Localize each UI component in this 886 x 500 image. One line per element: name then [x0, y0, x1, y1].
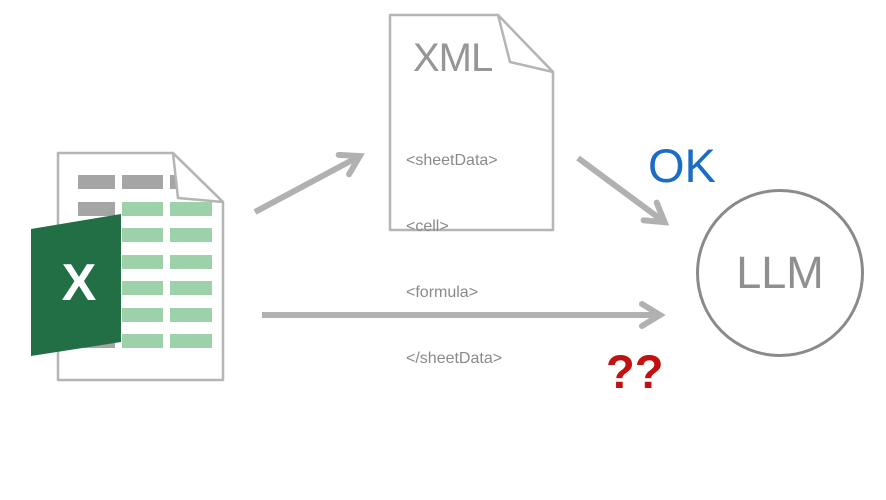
spreadsheet-grid	[78, 175, 212, 348]
excel-x-letter: X	[62, 254, 97, 312]
xml-doc-title: XML	[413, 36, 493, 80]
excel-file-icon: X	[31, 151, 225, 382]
question-annotation: ??	[606, 345, 664, 398]
xml-page-fold-icon	[496, 13, 555, 74]
xml-code-line: <sheetData>	[406, 152, 498, 169]
llm-node: LLM	[696, 189, 864, 357]
llm-node-label: LLM	[736, 247, 824, 298]
xml-code-line: <cell>	[406, 218, 449, 235]
arrow-xml-to-llm	[576, 155, 670, 226]
excel-flag	[31, 214, 121, 356]
arrow-excel-to-xml	[253, 151, 365, 215]
xml-code-line: </sheetData>	[406, 350, 503, 367]
xml-doc-icon	[388, 13, 555, 232]
xml-page-outline	[388, 13, 555, 232]
xml-code-line: <formula>	[406, 284, 479, 301]
xml-code-snippet: <sheetData> <cell> <formula> </sheetData…	[406, 106, 502, 414]
ok-annotation: OK	[648, 139, 716, 192]
